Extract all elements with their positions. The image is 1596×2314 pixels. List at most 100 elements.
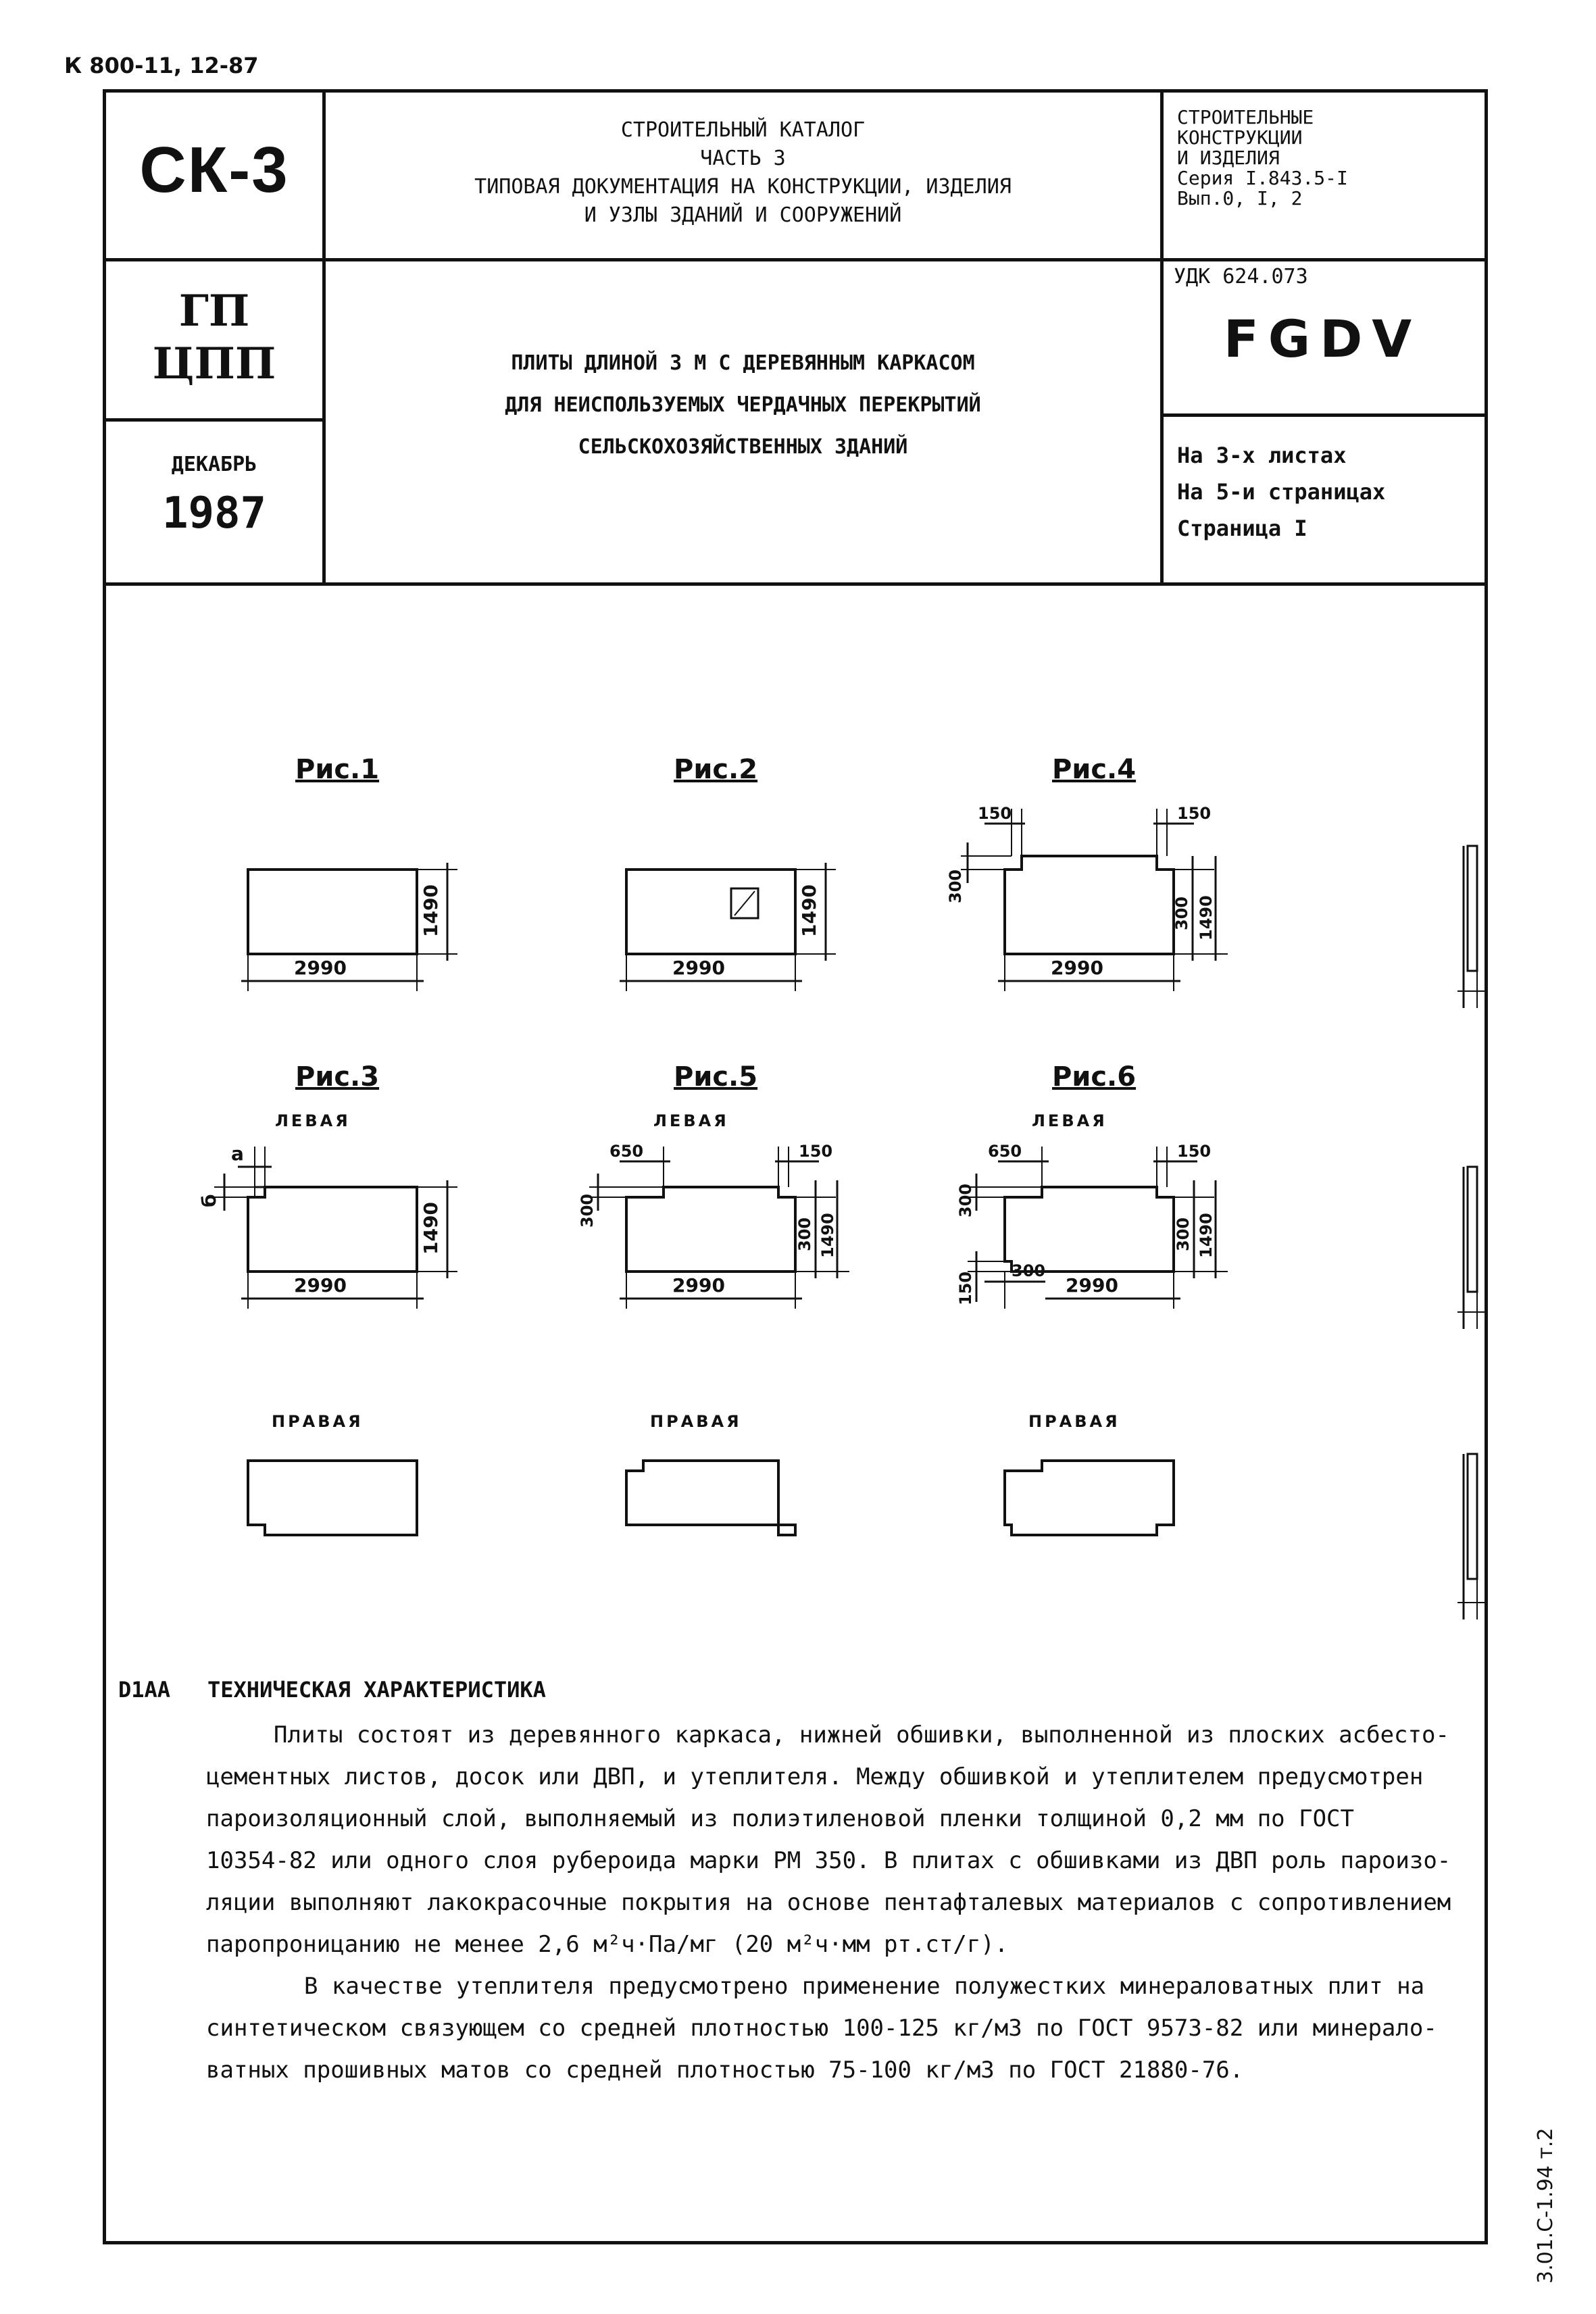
series-info: СТРОИТЕЛЬНЫЕ КОНСТРУКЦИИ И ИЗДЕЛИЯ Серия… (1177, 107, 1474, 209)
fig1-drawing: 1490 2990 (241, 863, 457, 991)
para-line: цементных листов, досок или ДВП, и утепл… (206, 1763, 1424, 1790)
divider (1160, 413, 1485, 417)
fig4-dim-150-right: 150 (1177, 804, 1211, 823)
fig3-dim-b: б (198, 1194, 220, 1207)
fig5-dim-width: 1490 (818, 1213, 837, 1258)
document-code-fgdv: FGDV (1223, 309, 1422, 369)
fig4-dim-150-left: 150 (978, 804, 1012, 823)
fig2-drawing: 1490 2990 (620, 863, 836, 991)
fig4-dim-300-right: 300 (1172, 897, 1191, 930)
fig3-right-label: ПРАВАЯ (272, 1412, 364, 1431)
catalog-header: СТРОИТЕЛЬНЫЙ КАТАЛОГ ЧАСТЬ 3 ТИПОВАЯ ДОК… (326, 116, 1160, 230)
para-line: синтетическом связующем со средней плотн… (206, 2015, 1437, 2042)
document-title: ПЛИТЫ ДЛИНОЙ 3 М С ДЕРЕВЯННЫМ КАРКАСОМ Д… (326, 343, 1160, 468)
sheets-info: На 3-х листах На 5-и страницах Страница … (1177, 437, 1385, 547)
fig6-right-label: ПРАВАЯ (1028, 1412, 1120, 1431)
para-line: 10354-82 или одного слоя рубероида марки… (206, 1847, 1451, 1874)
drawings-area: Рис.1 Рис.2 Рис.4 1490 2990 1490 (198, 754, 1485, 1619)
series-line: СТРОИТЕЛЬНЫЕ (1177, 106, 1314, 128)
catalog-line: ЧАСТЬ 3 (700, 147, 786, 170)
sheets-line: Страница I (1177, 515, 1307, 541)
title-line: ПЛИТЫ ДЛИНОЙ 3 М С ДЕРЕВЯННЫМ КАРКАСОМ (511, 351, 975, 375)
divider (322, 93, 326, 586)
divider (106, 418, 322, 422)
fig6-left-label: ЛЕВАЯ (1032, 1111, 1107, 1130)
fig5-title: Рис.5 (674, 1061, 757, 1092)
document-code: К 800-11, 12-87 (64, 53, 259, 78)
fig6-dim-300-right: 300 (1174, 1217, 1193, 1251)
series-line: И ИЗДЕЛИЯ (1177, 147, 1280, 169)
fig6-dim-300-left: 300 (956, 1184, 975, 1217)
para-line: паропроницанию не менее 2,6 м²ч·Па/мг (2… (206, 1931, 1009, 1958)
fig5-dim-length: 2990 (672, 1274, 725, 1297)
catalog-line: СТРОИТЕЛЬНЫЙ КАТАЛОГ (620, 118, 866, 142)
fig5-drawing: 650 150 300 300 1490 2990 (578, 1142, 849, 1309)
series-line: КОНСТРУКЦИИ (1177, 126, 1303, 149)
fig4-drawing: 150 150 300 300 1490 2990 (946, 804, 1228, 991)
para-line: Плиты состоят из деревянного каркаса, ни… (274, 1721, 1449, 1749)
fig5-dim-150: 150 (799, 1142, 832, 1161)
section-h-3: h (1457, 1453, 1485, 1619)
section-h-1: h (1457, 845, 1485, 1008)
fig6-right-outline (1003, 1459, 1175, 1536)
fig1-dim-length: 2990 (294, 957, 347, 979)
divider (1160, 93, 1164, 586)
fig5-dim-650: 650 (609, 1142, 643, 1161)
tech-body: Плиты состоят из деревянного каркаса, ни… (118, 1714, 1476, 2091)
udk: УДК 624.073 (1174, 265, 1308, 288)
sheet-frame: СК-3 СТРОИТЕЛЬНЫЙ КАТАЛОГ ЧАСТЬ 3 ТИПОВА… (103, 89, 1488, 2244)
fig4-dim-300-left: 300 (946, 870, 965, 903)
sheets-line: На 5-и страницах (1177, 479, 1386, 505)
fig6-dim-150-bottom: 150 (956, 1272, 975, 1305)
fig6-dim-650: 650 (988, 1142, 1022, 1161)
tech-code: D1AA (118, 1677, 171, 1703)
fig3-left-label: ЛЕВАЯ (275, 1111, 351, 1130)
fig4-dim-length: 2990 (1051, 957, 1103, 979)
fig5-dim-300-left: 300 (578, 1194, 597, 1228)
fig5-right-outline (625, 1459, 797, 1536)
side-code: 3.01.С-1.94 т.2 (1534, 2128, 1557, 2284)
fig6-drawing: 650 150 300 150 300 300 1490 2990 (956, 1142, 1228, 1309)
para-line: ватных прошивных матов со средней плотно… (206, 2057, 1244, 2084)
fig1-title: Рис.1 (295, 754, 379, 785)
year: 1987 (161, 488, 267, 538)
fig2-dim-width: 1490 (798, 884, 820, 937)
para-line: В качестве утеплителя предусмотрено прим… (304, 1973, 1425, 2000)
series-line: Серия I.843.5-I (1177, 167, 1348, 189)
fig4-dim-width: 1490 (1197, 895, 1216, 940)
fig2-title: Рис.2 (674, 754, 757, 785)
divider (106, 258, 1485, 261)
catalog-line: И УЗЛЫ ЗДАНИЙ И СООРУЖЕНИЙ (584, 203, 902, 227)
fig2-dim-length: 2990 (672, 957, 725, 979)
title-line: СЕЛЬСКОХОЗЯЙСТВЕННЫХ ЗДАНИЙ (578, 435, 908, 459)
fig3-title: Рис.3 (295, 1061, 379, 1092)
fig5-dim-300-right: 300 (795, 1217, 814, 1251)
fig1-dim-width: 1490 (420, 884, 442, 937)
fig6-title: Рис.6 (1052, 1061, 1136, 1092)
issue-date: ДЕКАБРЬ 1987 (106, 451, 322, 538)
tech-heading: ТЕХНИЧЕСКАЯ ХАРАКТЕРИСТИКА (207, 1677, 546, 1703)
para-line: пароизоляционный слой, выполняемый из по… (206, 1805, 1354, 1832)
series-line: Вып.0, I, 2 (1177, 187, 1303, 209)
fig3-drawing: a б 1490 2990 (198, 1142, 457, 1309)
catalog-mark: СК-3 (139, 134, 289, 206)
org-line: ЦПП (152, 338, 276, 389)
title-line: ДЛЯ НЕИСПОЛЬЗУЕМЫХ ЧЕРДАЧНЫХ ПЕРЕКРЫТИЙ (505, 393, 981, 417)
sheets-line: На 3-х листах (1177, 443, 1347, 468)
org-line: ГП (178, 286, 250, 336)
fig5-right-label: ПРАВАЯ (650, 1412, 742, 1431)
fig6-dim-width: 1490 (1197, 1213, 1216, 1258)
fig3-dim-a: a (231, 1142, 244, 1165)
section-h-2: h (1457, 1165, 1485, 1329)
fig3-dim-length: 2990 (294, 1274, 347, 1297)
fig5-left-label: ЛЕВАЯ (653, 1111, 729, 1130)
divider (106, 582, 1485, 586)
fig6-dim-300-bottom: 300 (1012, 1261, 1045, 1280)
fig3-dim-width: 1490 (420, 1202, 442, 1255)
fig6-dim-length: 2990 (1066, 1274, 1118, 1297)
fig3-right-outline (247, 1459, 418, 1536)
para-line: ляции выполняют лакокрасочные покрытия н… (206, 1889, 1451, 1916)
fig4-title: Рис.4 (1052, 754, 1136, 785)
fig6-dim-150: 150 (1177, 1142, 1211, 1161)
month: ДЕКАБРЬ (171, 453, 257, 476)
